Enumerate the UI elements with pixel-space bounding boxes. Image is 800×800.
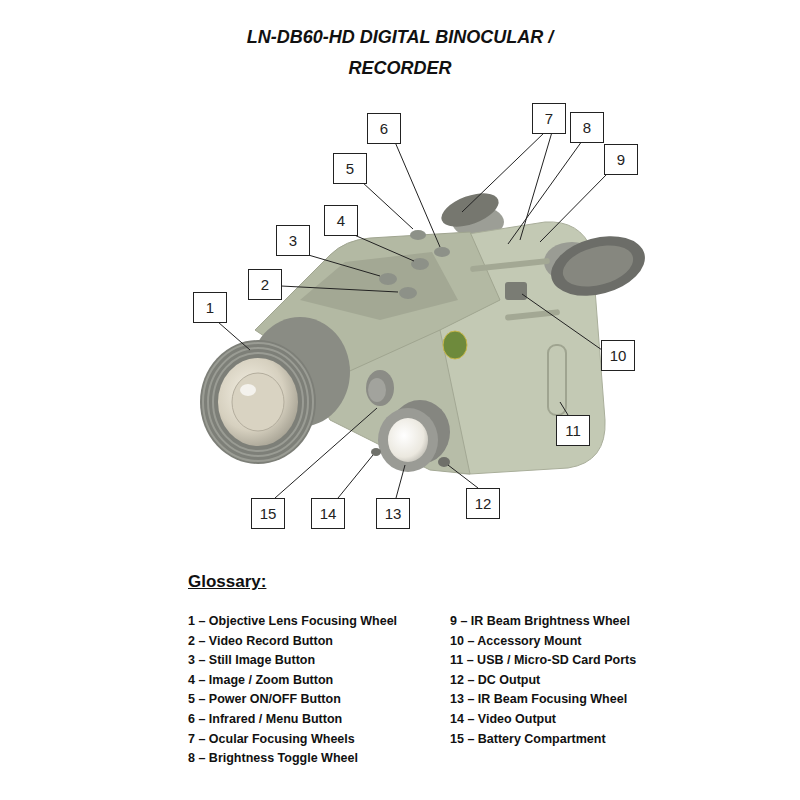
callout-number: 5 <box>346 160 354 177</box>
callout-box: 9 <box>604 144 638 175</box>
leader-lines <box>218 132 608 498</box>
callout-number: 8 <box>583 119 591 136</box>
button <box>399 287 417 299</box>
callout-box: 12 <box>466 488 500 519</box>
glossary-entry: 5 – Power ON/OFF Button <box>188 691 341 707</box>
glossary-entry: 1 – Objective Lens Focusing Wheel <box>188 613 397 629</box>
callout-box: 8 <box>570 112 604 143</box>
objective-glass <box>218 358 298 446</box>
callout-number: 10 <box>610 347 627 364</box>
objective-ring <box>200 340 316 464</box>
eyecup-rim <box>558 238 637 293</box>
callout-box: 1 <box>193 292 227 323</box>
button <box>411 258 429 270</box>
ir-glass <box>388 418 428 462</box>
leader-line <box>305 254 380 276</box>
eyecup <box>437 187 503 234</box>
leader-line <box>218 322 250 350</box>
callout-box: 15 <box>251 498 285 529</box>
callout-box: 6 <box>367 113 401 144</box>
leader-line <box>520 132 552 240</box>
glossary-entry: 10 – Accessory Mount <box>450 633 582 649</box>
callout-number: 7 <box>545 110 553 127</box>
focus-rib <box>208 348 308 456</box>
callout-number: 14 <box>320 505 337 522</box>
callout-box: 4 <box>324 205 358 236</box>
callout-box: 7 <box>532 103 566 134</box>
callout-number: 2 <box>261 276 269 293</box>
button <box>434 247 450 257</box>
glossary-entry: 2 – Video Record Button <box>188 633 333 649</box>
callout-box: 13 <box>376 498 410 529</box>
objective-glass <box>232 373 284 431</box>
glossary-entry: 3 – Still Image Button <box>188 652 315 668</box>
slot <box>470 258 550 272</box>
glossary-entry: 15 – Battery Compartment <box>450 731 606 747</box>
leader-line <box>522 294 602 350</box>
callout-box: 5 <box>333 153 367 184</box>
grip-panel <box>300 252 458 320</box>
callout-number: 11 <box>565 422 581 439</box>
leader-line <box>448 465 478 488</box>
glossary-entry: 8 – Brightness Toggle Wheel <box>188 750 358 766</box>
battery-cap <box>366 370 394 406</box>
video-port <box>371 448 381 456</box>
leader-line <box>352 234 414 261</box>
callout-number: 4 <box>337 212 345 229</box>
callout-box: 11 <box>556 415 590 446</box>
callout-number: 1 <box>206 299 214 316</box>
leader-line <box>362 182 413 229</box>
ir-ring <box>378 408 438 472</box>
callout-number: 13 <box>385 505 402 522</box>
button <box>379 273 397 285</box>
eyecup <box>544 227 651 306</box>
callout-number: 6 <box>380 120 388 137</box>
leader-line <box>560 402 568 415</box>
leader-line <box>396 465 405 498</box>
callout-box: 10 <box>601 340 635 371</box>
focus-rib <box>203 343 313 461</box>
callout-number: 9 <box>617 151 625 168</box>
port-cover <box>548 345 566 415</box>
glossary-heading: Glossary: <box>188 571 266 593</box>
callout-box: 14 <box>311 498 345 529</box>
leader-line <box>338 455 373 498</box>
glossary-entry: 13 – IR Beam Focusing Wheel <box>450 691 627 707</box>
callout-number: 12 <box>475 495 492 512</box>
leader-line <box>462 132 545 212</box>
glossary-entry: 14 – Video Output <box>450 711 556 727</box>
logo <box>443 331 467 359</box>
leader-line <box>540 173 608 242</box>
glossary-entry: 7 – Ocular Focusing Wheels <box>188 731 355 747</box>
glossary-entry: 11 – USB / Micro-SD Card Ports <box>450 652 636 668</box>
leader-line <box>281 286 398 292</box>
leader-line <box>395 142 440 247</box>
callout-number: 15 <box>260 505 277 522</box>
glass-highlight <box>240 384 256 396</box>
focus-rib <box>213 353 303 451</box>
callout-box: 2 <box>248 269 282 300</box>
accessory-mount <box>505 282 527 300</box>
callout-number: 3 <box>289 232 297 249</box>
callout-box: 3 <box>276 225 310 256</box>
glossary-entry: 9 – IR Beam Brightness Wheel <box>450 613 630 629</box>
glossary-entry: 4 – Image / Zoom Button <box>188 672 333 688</box>
glossary-entry: 6 – Infrared / Menu Button <box>188 711 342 727</box>
battery-cap <box>368 378 386 402</box>
diagram-title: LN-DB60-HD DIGITAL BINOCULAR / RECORDER <box>220 22 580 84</box>
button <box>410 230 426 240</box>
leader-line <box>275 408 377 498</box>
glossary-entry: 12 – DC Output <box>450 672 540 688</box>
leader-line <box>508 141 582 244</box>
